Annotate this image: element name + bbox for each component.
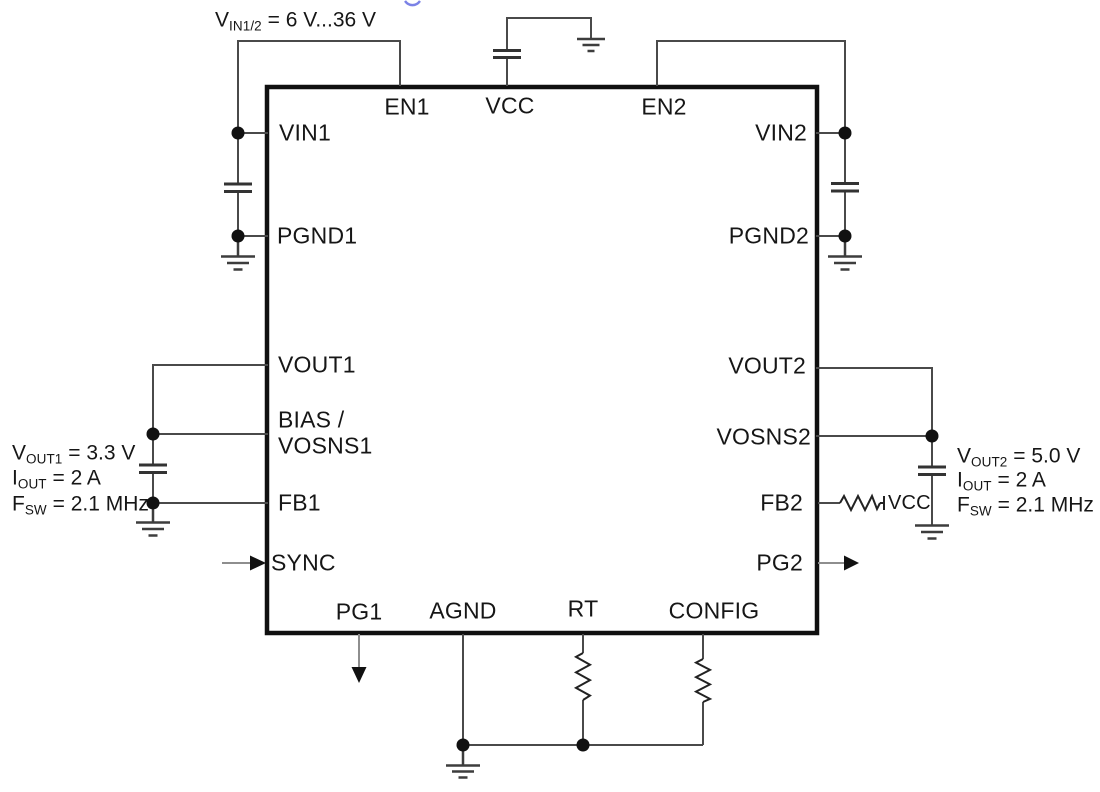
annotation-rest: = 6 V...36 V <box>261 8 377 32</box>
annotation-rest: = 5.0 V <box>1007 444 1081 468</box>
junction-dots <box>146 126 939 752</box>
pg2-arrow <box>818 555 859 571</box>
pin-label-pgnd2: PGND2 <box>728 222 809 249</box>
blue-artifact <box>404 0 421 7</box>
vin1-to-en1-wire <box>237 40 401 133</box>
annotation-input-voltage: VIN1/2 = 6 V...36 V <box>215 8 377 34</box>
annotation-lead: V <box>215 8 230 32</box>
junction-dot-icon <box>838 229 852 243</box>
vout1-wire <box>152 364 268 434</box>
ground-icon <box>577 37 605 53</box>
junction-dot-icon <box>456 738 470 752</box>
annotation-sub: OUT <box>17 476 47 492</box>
vcc-to-ground-wire <box>506 17 592 51</box>
fb2-pullup-resistor <box>818 493 885 513</box>
output1-network <box>136 364 268 537</box>
annotation-rest: = 2.1 MHz <box>46 492 149 516</box>
annotation-lead: F <box>957 493 970 517</box>
en2-to-vin2-wire <box>656 40 846 133</box>
annotation-vout1: VOUT1 = 3.3 V <box>12 441 136 467</box>
capacitor-icon <box>918 465 946 476</box>
pin-label-vout1: VOUT1 <box>278 351 356 378</box>
vout2-wire <box>816 367 933 436</box>
capacitor-icon <box>831 182 859 193</box>
vcc-terminal-tick <box>880 496 885 510</box>
junction-dot-icon <box>576 738 590 752</box>
arrow-icon <box>844 555 859 571</box>
output2-network <box>816 367 949 540</box>
pin-label-vout2: VOUT2 <box>728 352 806 379</box>
annotation-lead: F <box>12 492 25 516</box>
pin-label-en2: EN2 <box>641 93 687 120</box>
annotation-sub: IN1/2 <box>229 18 262 34</box>
annotation-lead: V <box>957 444 972 468</box>
arrow-icon <box>351 667 367 683</box>
junction-dot-icon <box>146 496 160 510</box>
annotation-lead: I <box>957 468 963 492</box>
annotation-iout2: IOUT = 2 A <box>957 468 1046 494</box>
annotation-iout1: IOUT = 2 A <box>12 466 101 492</box>
pin-label-vin1: VIN1 <box>279 119 331 146</box>
pin-label-vosns2: VOSNS2 <box>716 423 811 450</box>
sync-arrow <box>222 555 266 571</box>
ground-icon <box>915 524 949 540</box>
resistor-icon <box>693 658 713 703</box>
annotation-sub: SW <box>24 502 47 518</box>
annotation-rest: = 2.1 MHz <box>991 493 1094 517</box>
pin-label-config: CONFIG <box>668 597 760 624</box>
input1-network <box>221 40 401 271</box>
resistor-icon <box>573 652 593 701</box>
pin-label-fb2: FB2 <box>760 489 803 516</box>
pin-label-vin2: VIN2 <box>755 119 807 146</box>
annotation-vout2: VOUT2 = 5.0 V <box>957 444 1081 470</box>
pin-label-vcc: VCC <box>485 92 535 119</box>
pin-label-pg1: PG1 <box>335 598 383 625</box>
junction-dot-icon <box>146 427 160 441</box>
capacitor-icon <box>493 49 521 59</box>
annotation-rest: = 2 A <box>991 468 1046 492</box>
annotation-sub: OUT <box>962 478 992 494</box>
resistor-icon <box>839 493 881 513</box>
annotation-fsw1: FSW = 2.1 MHz <box>12 492 149 518</box>
chip-outline <box>264 84 820 636</box>
arrow-icon <box>250 555 266 571</box>
pin-label-rt: RT <box>567 595 599 622</box>
junction-dot-icon <box>838 126 852 140</box>
net-label-vcc: VCC <box>888 492 931 514</box>
annotation-sub: OUT1 <box>26 451 63 467</box>
pin-label-agnd: AGND <box>429 597 497 624</box>
bottom-network <box>351 634 713 779</box>
junction-dot-icon <box>231 126 245 140</box>
junction-dot-icon <box>925 429 939 443</box>
annotation-rest: = 3.3 V <box>62 441 136 465</box>
pin-label-sync: SYNC <box>271 549 336 576</box>
annotation-rest: = 2 A <box>46 466 101 490</box>
annotation-lead: V <box>12 441 27 465</box>
annotation-lead: I <box>12 466 18 490</box>
capacitor-icon <box>139 463 167 474</box>
capacitor-icon <box>224 182 252 193</box>
pin-label-en1: EN1 <box>384 93 430 120</box>
pin-label-vosns1: VOSNS1 <box>278 432 373 459</box>
pin-label-bias: BIAS / <box>278 406 345 433</box>
pin-label-pg2: PG2 <box>756 549 803 576</box>
annotation-sub: SW <box>969 503 992 519</box>
pin-label-fb1: FB1 <box>278 489 321 516</box>
vcc-network <box>493 17 605 86</box>
junction-dot-icon <box>231 229 245 243</box>
annotation-fsw2: FSW = 2.1 MHz <box>957 493 1094 519</box>
pin-label-pgnd1: PGND1 <box>277 222 358 249</box>
annotation-sub: OUT2 <box>971 454 1008 470</box>
